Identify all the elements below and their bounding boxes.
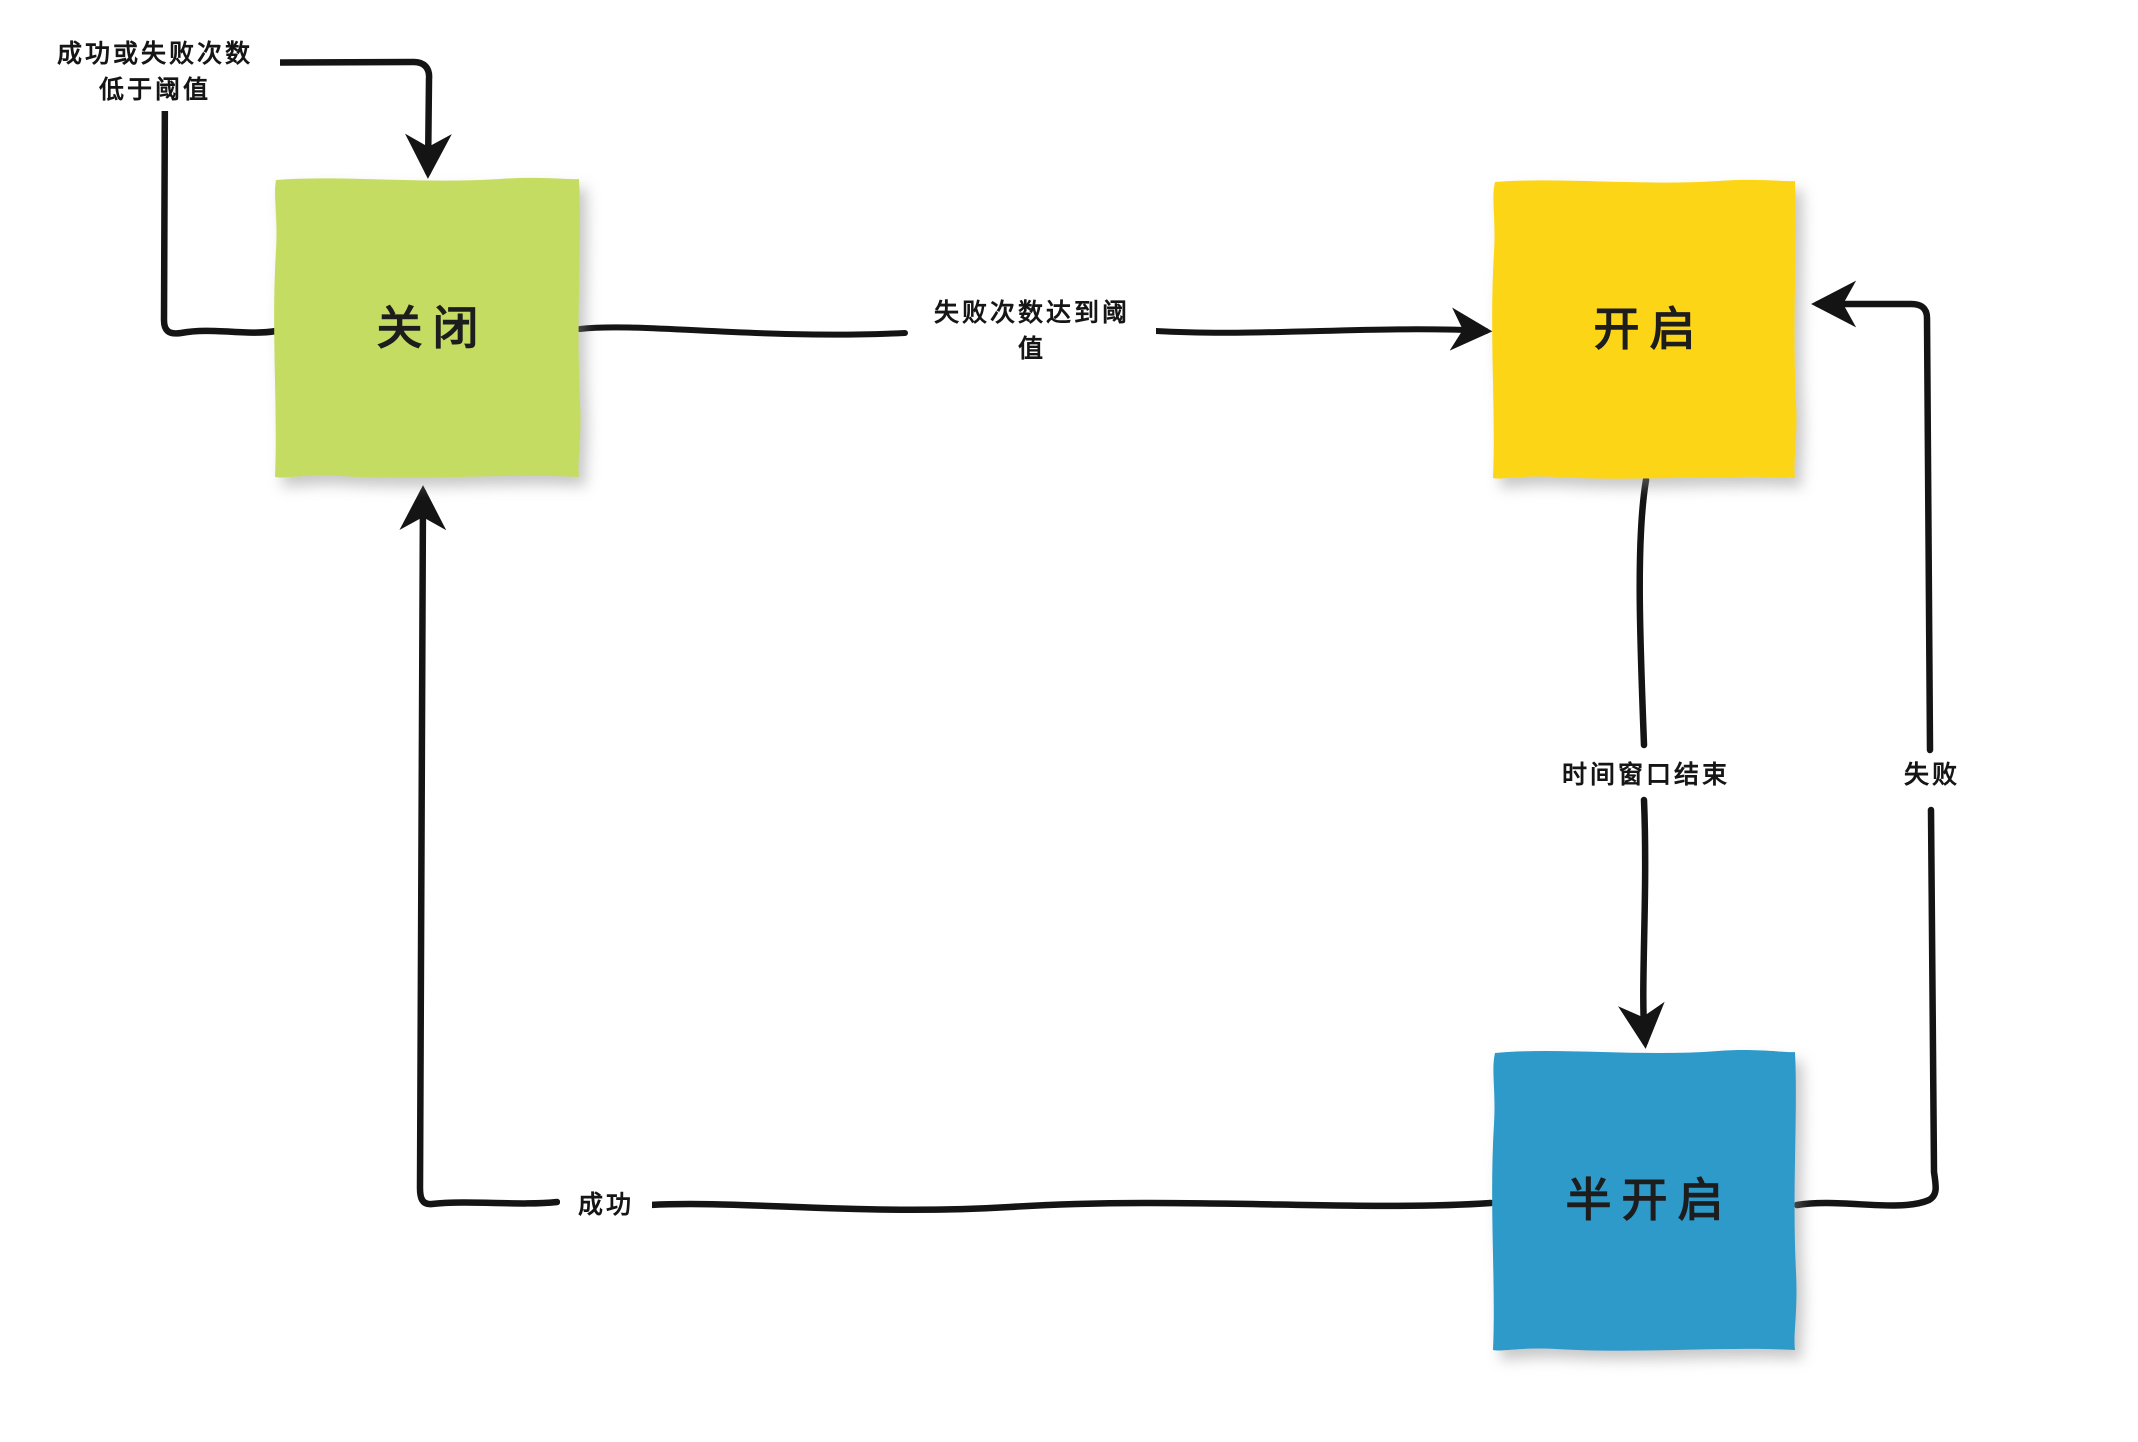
edge-closed-open-path-right — [1153, 307, 1493, 351]
edge-halfopen-open-path-top — [1811, 280, 1934, 754]
node-half-open-label: 半开启 — [1565, 1173, 1734, 1227]
edge-open-halfopen-path-bottom — [1618, 796, 1665, 1049]
node-open-label: 开启 — [1593, 302, 1706, 356]
node-open-shape[interactable] — [1492, 179, 1797, 479]
node-closed-shape[interactable] — [274, 177, 581, 478]
node-open[interactable]: 开启 — [1494, 180, 1795, 478]
edge-closed-self-path — [160, 58, 452, 337]
edge-label-open-halfopen: 时间窗口结束 — [1556, 755, 1736, 796]
edge-halfopen-open-path-bottom — [1793, 806, 1939, 1209]
node-halfopen-shape[interactable] — [1492, 1050, 1797, 1351]
edge-label-closed-open: 失败次数达到阈 值 — [908, 293, 1156, 370]
node-half-open[interactable]: 半开启 — [1494, 1050, 1795, 1350]
edge-halfopen-closed-path-right — [646, 1199, 1495, 1214]
edge-halfopen-closed-path-left — [399, 485, 561, 1208]
edge-open-halfopen-path-top — [1636, 476, 1650, 749]
edge-label-halfopen-closed: 成功 — [560, 1185, 652, 1226]
node-closed[interactable]: 关闭 — [275, 178, 580, 478]
node-closed-label: 关闭 — [376, 301, 489, 355]
edge-closed-open-path-left — [577, 324, 908, 338]
edge-label-closed-self: 成功或失败次数 低于阈值 — [30, 34, 280, 111]
edge-label-halfopen-open: 失败 — [1878, 755, 1986, 796]
